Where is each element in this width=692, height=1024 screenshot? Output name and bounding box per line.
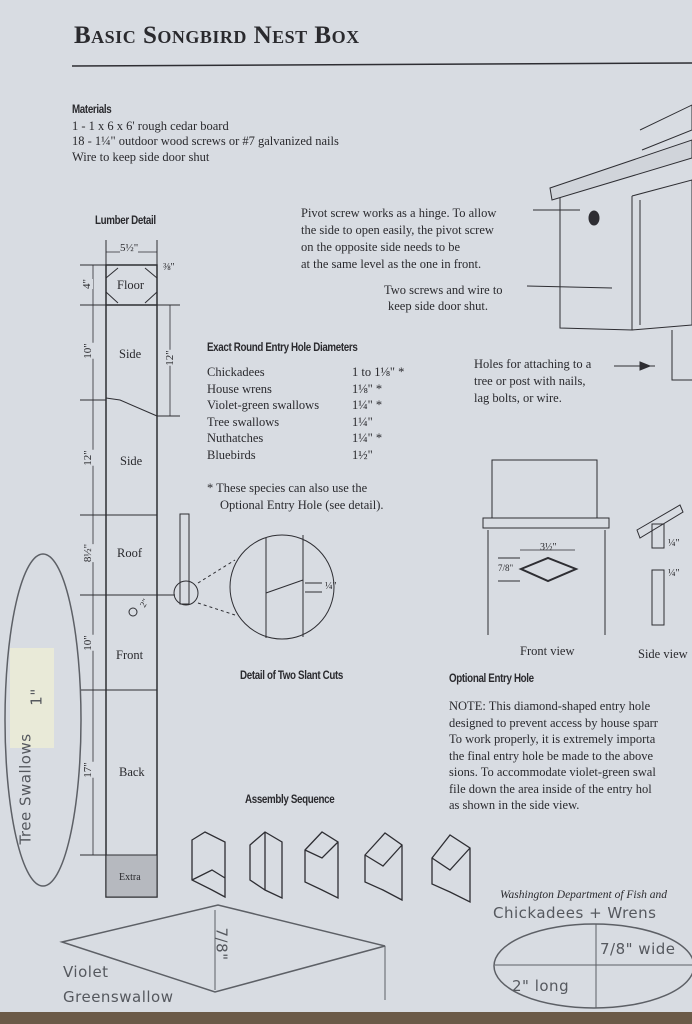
dim-8-5: 8½" [82, 543, 95, 563]
front-height-dim: 7/8" [498, 563, 514, 573]
credit: Washington Department of Fish and [500, 889, 667, 901]
lumber-heading: Lumber Detail [95, 215, 156, 227]
kerf-dim: ⅜" [163, 262, 175, 273]
piece-floor: Floor [117, 278, 145, 292]
handwritten-violet-dim: 7/8" [212, 927, 231, 961]
piece-extra: Extra [119, 872, 141, 883]
nest-box-illustration [526, 104, 692, 381]
screws-note: Two screws and wire to [384, 283, 503, 297]
material-item: Wire to keep side door shut [72, 150, 210, 164]
side-view-label: Side view [638, 647, 688, 661]
note-line: the final entry hole be made to the abov… [449, 749, 654, 763]
pivot-note: the side to open easily, the pivot screw [301, 223, 494, 237]
side-dim-bottom: ¼" [668, 568, 680, 579]
note-line: file down the area inside of the entry h… [449, 782, 652, 796]
title-rule [71, 62, 692, 67]
material-item: 18 - 1¼" outdoor wood screws or #7 galva… [72, 134, 339, 148]
holes-note: tree or post with nails, [474, 374, 586, 388]
materials-heading: Materials [72, 104, 112, 116]
front-view-drawing [482, 459, 610, 635]
handwritten-greenswallow: Greenswallow [63, 988, 174, 1006]
note-line: designed to prevent access by house spar… [449, 716, 658, 730]
piece-side: Side [119, 347, 142, 361]
assembly-sequence [191, 831, 471, 904]
note-line: as shown in the side view. [449, 798, 580, 812]
handwritten-wide: 7/8" wide [600, 940, 676, 958]
dim-10: 10" [81, 343, 94, 359]
note-line: NOTE: This diamond-shaped entry hole [449, 699, 651, 713]
slant-dim: ¼" [325, 581, 337, 592]
side-view-drawing [636, 504, 684, 626]
dim-10b: 10" [81, 635, 94, 651]
handwritten-violet: Violet [63, 963, 109, 981]
pencil-sketches [4, 553, 692, 1009]
slant-cut-detail [173, 513, 335, 640]
lumber-board [80, 240, 180, 898]
dim-12: 12" [81, 450, 94, 466]
piece-front: Front [116, 648, 144, 662]
width-dim: 5½" [120, 242, 139, 254]
diameters-heading: Exact Round Entry Hole Diameters [207, 342, 358, 354]
handwritten-tree-dim: 1" [27, 688, 46, 706]
pivot-note: at the same level as the one in front. [301, 257, 482, 271]
handwritten-tree-swallows: Tree Swallows [16, 733, 35, 845]
page-title: Basic Songbird Nest Box [74, 22, 360, 49]
footnote: Optional Entry Hole (see detail). [220, 498, 384, 512]
note-line: To work properly, it is extremely import… [449, 732, 656, 746]
piece-back: Back [119, 765, 145, 779]
holes-note: Holes for attaching to a [474, 357, 592, 371]
optional-heading: Optional Entry Hole [449, 673, 534, 685]
piece-roof: Roof [117, 546, 142, 560]
material-item: 1 - 1 x 6 x 6' rough cedar board [72, 119, 229, 133]
note-line: sions. To accommodate violet-green swal [449, 765, 656, 779]
piece-side: Side [120, 454, 143, 468]
pivot-note: on the opposite side needs to be [301, 240, 460, 254]
dim-4: 4" [81, 279, 93, 289]
pivot-note: Pivot screw works as a hinge. To allow [301, 206, 497, 220]
front-width-dim: 3½" [540, 542, 557, 553]
dim-12-right: 12" [163, 350, 176, 366]
side-dim-top: ¼" [668, 538, 680, 549]
handwritten-long: 2" long [512, 977, 570, 995]
handwritten-chickadees: Chickadees + Wrens [493, 904, 657, 922]
screws-note: keep side door shut. [388, 299, 488, 313]
holes-note: lag bolts, or wire. [474, 391, 562, 405]
dim-17: 17" [81, 762, 94, 778]
assembly-heading: Assembly Sequence [245, 794, 335, 806]
detail-label: Detail of Two Slant Cuts [240, 670, 343, 682]
footnote: * These species can also use the [207, 481, 368, 495]
front-view-label: Front view [520, 644, 575, 658]
